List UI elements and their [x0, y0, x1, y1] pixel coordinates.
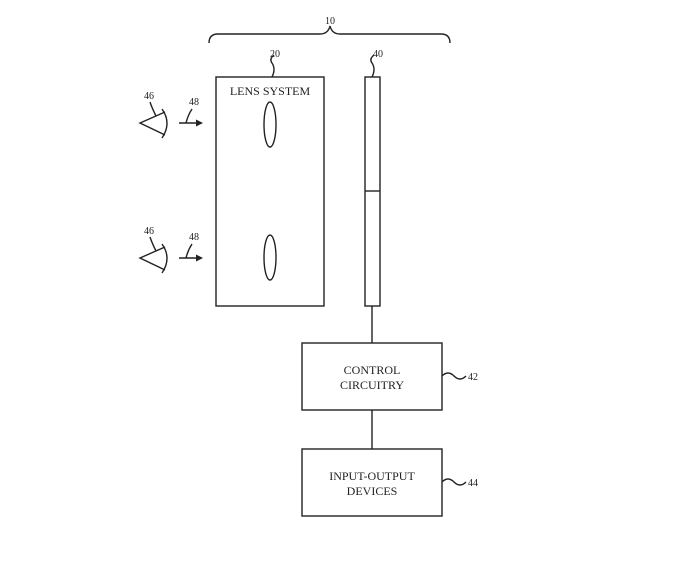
top-eye-icon [138, 101, 168, 139]
bottom-eye-ref-label: 46 [144, 226, 154, 237]
control-ref-label: 42 [468, 372, 478, 383]
control-label-line2: CIRCUITRY [340, 378, 404, 392]
display-ref-label: 40 [373, 49, 383, 60]
top-light-ref-label: 48 [189, 97, 199, 108]
io-ref-leader [441, 478, 467, 486]
lens-ref-label: 20 [270, 49, 280, 60]
top-lens [263, 101, 277, 148]
device-ref-label: 10 [325, 16, 335, 27]
control-label-line1: CONTROL [344, 363, 401, 377]
bottom-eye-icon [138, 236, 168, 274]
top-eye-ref-label: 46 [144, 91, 154, 102]
io-label-line2: DEVICES [347, 484, 398, 498]
bottom-lens [263, 234, 277, 281]
lens-ref-leader [270, 54, 275, 78]
display-ref-leader [370, 54, 375, 78]
lens-system-label: LENS SYSTEM [230, 84, 311, 98]
io-label-line1: INPUT-OUTPUT [329, 469, 415, 483]
device-brace [208, 25, 451, 44]
bottom-light-ref-label: 48 [189, 232, 199, 243]
lens-system-box [215, 76, 325, 307]
control-ref-leader [441, 372, 467, 380]
io-ref-label: 44 [468, 478, 478, 489]
input-output-box [301, 448, 443, 517]
